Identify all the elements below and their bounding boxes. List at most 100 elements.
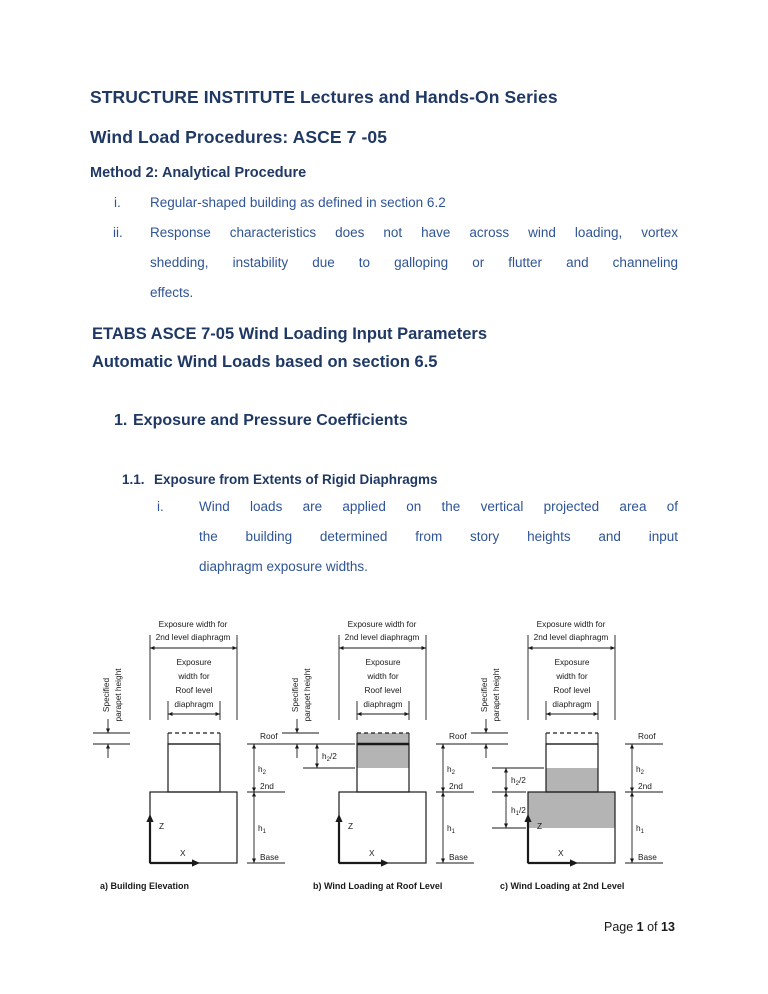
figure-shade-lower-band [528,792,615,828]
figure-x-axis-label: X [180,848,186,858]
figure-level-roof: Roof [449,731,467,741]
figure-inner-dim-label: diaphragm [174,699,213,709]
figure-level-h1: h1 [447,823,456,835]
heading-method-2: Method 2: Analytical Procedure [90,165,307,181]
figure-caption-c: c) Wind Loading at 2nd Level [500,881,624,891]
figure-inner-dim-label: diaphragm [552,699,591,709]
title-line-1: STRUCTURE INSTITUTE Lectures and Hands-O… [90,87,558,107]
figure-arrowhead [168,711,173,717]
figure-arrowhead [404,711,409,717]
figure-level-roof: Roof [260,731,278,741]
figure-level-base: Base [638,852,657,862]
figure-panel-a: Exposure width for 2nd level diaphragmExp… [93,619,285,891]
page-footer: Page 1 of 13 [604,919,675,935]
figure-level-roof: Roof [638,731,656,741]
figure-arrowhead [483,744,489,749]
figure-arrowhead [357,711,362,717]
figure-parapet-label-2: parapet height [491,668,501,722]
figure-arrowhead [335,814,343,822]
footer-total-pages: 13 [661,920,675,934]
figure-level-h2: h2 [636,764,645,776]
figure-top-dim-label-2: 2nd level diaphragm [534,632,609,642]
figure-arrowhead [629,858,635,863]
figure-caption-b: b) Wind Loading at Roof Level [313,881,442,891]
figure-top-dim-label-2: 2nd level diaphragm [345,632,420,642]
figure-level-h2: h2 [258,764,267,776]
figure-arrowhead [215,711,220,717]
figure-top-dim-label-1: Exposure width for [537,619,606,629]
figure-inner-dim-label: Roof level [176,685,213,695]
list-item-ii-line-1: Response characteristics does not have a… [150,225,678,240]
figure-arrowhead [483,728,489,733]
heading-automatic-wind-loads: Automatic Wind Loads based on section 6.… [92,353,438,371]
figure-arrowhead [146,814,154,822]
figure-inner-dim-label: Exposure [176,657,211,667]
figure-arrowhead [232,645,237,651]
figure-parapet-label-1: Specified [101,678,111,713]
footer-page-word: Page [604,920,637,934]
section-1-number: 1. [114,412,128,429]
list-item-ii-line-2: shedding, instability due to galloping o… [150,255,678,270]
figure-level-2nd: 2nd [638,781,652,791]
figure-inner-dim-label: Roof level [554,685,591,695]
figure-level-h1: h1 [258,823,267,835]
figure-parapet-label-1: Specified [290,678,300,713]
figure-arrowhead [192,859,200,867]
figure-inner-dim-label: Roof level [365,685,402,695]
figure-arrowhead [440,787,446,792]
figure-x-axis-label: X [369,848,375,858]
figure-arrowhead [105,728,111,733]
figure-level-base: Base [449,852,468,862]
figure-arrowhead [251,858,257,863]
heading-etabs-parameters: ETABS ASCE 7-05 Wind Loading Input Param… [92,325,487,343]
figure-arrowhead [503,792,509,797]
figure-arrowhead [524,814,532,822]
figure-arrowhead [503,768,509,773]
figure-arrowhead [150,645,155,651]
list-marker-i: i. [114,195,121,210]
figure-parapet-label-2: parapet height [302,668,312,722]
footer-of-word: of [643,920,661,934]
figure-half-dim-label: h2/2 [511,775,526,787]
figure-parapet-label-2: parapet height [113,668,123,722]
figure-top-dim-label-2: 2nd level diaphragm [156,632,231,642]
figure-top-dim-label-1: Exposure width for [159,619,228,629]
figure-shade-parapet [357,733,409,744]
figure-x-axis-label: X [558,848,564,858]
figure-inner-dim-label: width for [555,671,588,681]
figure-arrowhead [105,744,111,749]
section-1-title: Exposure and Pressure Coefficients [133,412,408,429]
figure-arrowhead [251,792,257,797]
figure-arrowhead [440,744,446,749]
figure-level-2nd: 2nd [449,781,463,791]
figure-arrowhead [314,744,320,749]
figure-arrowhead [251,787,257,792]
figure-arrowhead [314,763,320,768]
figure-inner-dim-label: diaphragm [363,699,402,709]
figure-arrowhead [251,744,257,749]
figure-parapet-label-1: Specified [479,678,489,713]
figure-z-axis-label: Z [159,821,164,831]
figure-arrowhead [546,711,551,717]
figure-arrowhead [528,645,533,651]
figure-arrowhead [421,645,426,651]
figure-shade-upper-band [546,768,598,792]
sublist-item-i: Wind loads are applied on the vertical p… [199,492,678,582]
figure-arrowhead [440,792,446,797]
figure-level-base: Base [260,852,279,862]
figure-level-h1: h1 [636,823,645,835]
figure-level-h2: h2 [447,764,456,776]
section-1-1-number: 1.1. [122,472,145,487]
figure-arrowhead [381,859,389,867]
figure-shade-roof-band [357,744,409,768]
list-item-i: Regular-shaped building as defined in se… [150,195,446,210]
footer-page-number: 1 [636,920,644,934]
sublist-item-i-line-2: the building determined from story heigh… [199,529,678,544]
list-item-ii: Response characteristics does not have a… [150,218,678,308]
figure-caption-a: a) Building Elevation [100,881,189,891]
sublist-item-i-line-3: diaphragm exposure widths. [199,559,368,574]
